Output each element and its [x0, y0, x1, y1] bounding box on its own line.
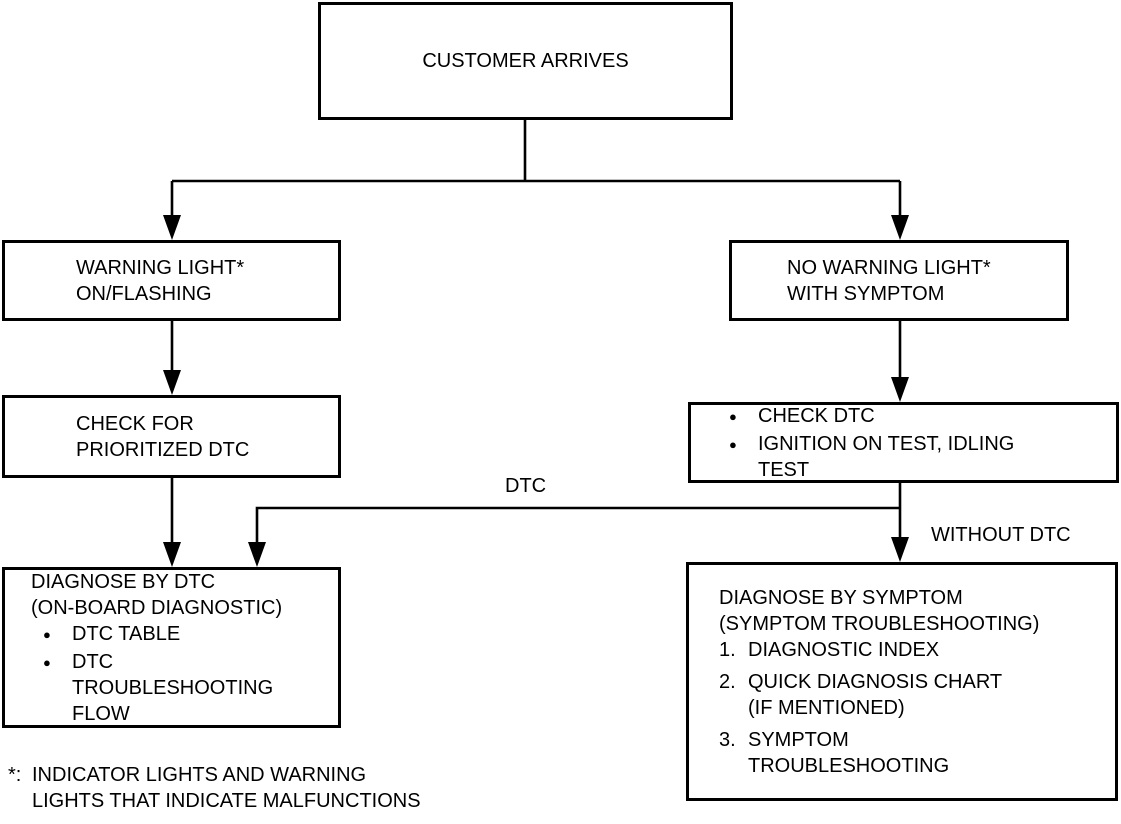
edge-to-no-warning-light: [891, 181, 909, 240]
item-number: 2.: [719, 670, 736, 693]
item-number: 3.: [719, 728, 736, 751]
edge-label-dtc: DTC: [505, 475, 547, 497]
diagnose-by-dtc-title: DIAGNOSE BY DTC (ON-BOARD DIAGNOSTIC): [31, 570, 283, 619]
diagnose-by-symptom-item-label: QUICK DIAGNOSIS CHART (IF MENTIONED): [748, 670, 1003, 719]
bullet-icon: ●: [729, 408, 737, 424]
footnote-text: INDICATOR LIGHTS AND WARNING LIGHTS THAT…: [32, 762, 421, 814]
item-number: 1.: [719, 638, 736, 661]
diagnose-by-symptom-item: 1. DIAGNOSTIC INDEX: [719, 637, 1115, 663]
diagnose-by-dtc-item-label: DTC TABLE: [72, 622, 181, 645]
arrowhead: [163, 370, 181, 395]
edge-check-dtc-to-symptom: [891, 483, 909, 562]
node-check-prioritized-dtc-label: CHECK FOR PRIORITIZED DTC: [76, 412, 250, 461]
edge-no-warning-to-check-dtc: [891, 321, 909, 402]
edge-line: [255, 506, 900, 546]
bullet-icon: ●: [43, 626, 51, 642]
footnote-marker: *:: [8, 764, 22, 786]
node-customer-arrives: CUSTOMER ARRIVES: [318, 2, 733, 120]
arrowhead: [891, 537, 909, 562]
node-check-dtc: ● CHECK DTC ● IGNITION ON TEST, IDLING T…: [688, 402, 1119, 483]
bullet-icon: ●: [729, 436, 737, 452]
edge-check-prioritized-to-diagnose-dtc: [163, 478, 181, 567]
arrowhead: [248, 542, 266, 567]
trunk-line: [172, 120, 900, 183]
arrowhead: [163, 215, 181, 240]
check-dtc-item: ● CHECK DTC: [729, 403, 1116, 431]
node-warning-light-label: WARNING LIGHT* ON/FLASHING: [76, 256, 245, 305]
diagnose-by-symptom-item-label: DIAGNOSTIC INDEX: [748, 638, 940, 661]
check-dtc-item-label: CHECK DTC: [758, 404, 875, 427]
node-no-warning-light-label: NO WARNING LIGHT* WITH SYMPTOM: [787, 256, 991, 305]
arrowhead: [891, 215, 909, 240]
diagnose-by-dtc-item-label: DTC TROUBLESHOOTING FLOW: [72, 650, 274, 725]
edge-label-without-dtc: WITHOUT DTC: [931, 524, 1071, 546]
diagnose-by-dtc-item: ● DTC TABLE: [43, 621, 338, 649]
diagnose-by-symptom-item: 3. SYMPTOM TROUBLESHOOTING: [719, 727, 1115, 779]
arrowhead: [163, 542, 181, 567]
node-no-warning-light: NO WARNING LIGHT* WITH SYMPTOM: [729, 240, 1069, 321]
footnote-line-1: INDICATOR LIGHTS AND WARNING: [32, 764, 367, 786]
check-dtc-item-label: IGNITION ON TEST, IDLING TEST: [758, 432, 1015, 481]
node-warning-light: WARNING LIGHT* ON/FLASHING: [2, 240, 341, 321]
diagnose-by-symptom-item: 2. QUICK DIAGNOSIS CHART (IF MENTIONED): [719, 669, 1115, 721]
node-diagnose-by-symptom: DIAGNOSE BY SYMPTOM (SYMPTOM TROUBLESHOO…: [686, 562, 1118, 801]
diagnose-by-symptom-item-label: SYMPTOM TROUBLESHOOTING: [748, 728, 950, 777]
diagnose-by-dtc-item: ● DTC TROUBLESHOOTING FLOW: [43, 649, 338, 727]
node-check-prioritized-dtc: CHECK FOR PRIORITIZED DTC: [2, 395, 341, 478]
check-dtc-item: ● IGNITION ON TEST, IDLING TEST: [729, 431, 1116, 483]
arrowhead: [891, 377, 909, 402]
edge-warning-to-check-prioritized: [163, 321, 181, 395]
bullet-icon: ●: [43, 654, 51, 670]
diagnose-by-symptom-title: DIAGNOSE BY SYMPTOM (SYMPTOM TROUBLESHOO…: [719, 586, 1040, 635]
footnote: *: INDICATOR LIGHTS AND WARNING LIGHTS T…: [8, 762, 421, 814]
edge-to-warning-light: [163, 181, 181, 240]
node-customer-arrives-label: CUSTOMER ARRIVES: [422, 50, 629, 72]
node-diagnose-by-dtc: DIAGNOSE BY DTC (ON-BOARD DIAGNOSTIC) ● …: [2, 567, 341, 728]
edge-trunk-split: [172, 120, 900, 183]
edge-dtc-branch-to-diagnose-dtc: [248, 506, 900, 567]
footnote-line-2: LIGHTS THAT INDICATE MALFUNCTIONS: [32, 790, 421, 812]
